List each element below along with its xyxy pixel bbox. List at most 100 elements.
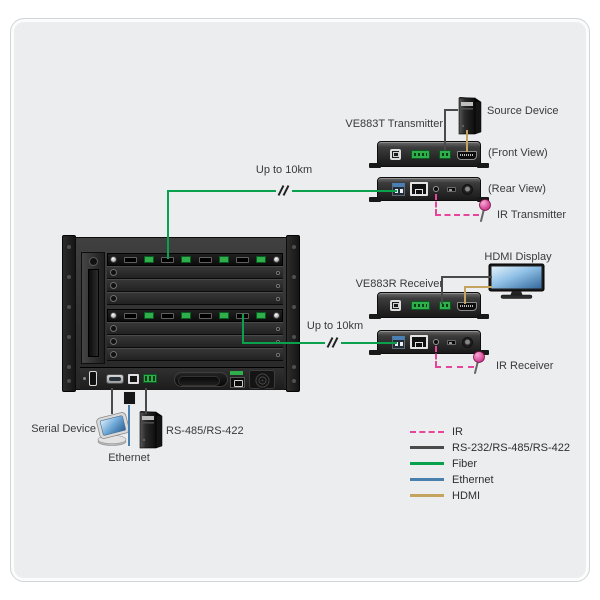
rs232-link-display-h xyxy=(441,276,492,278)
card-terminal-icon xyxy=(218,256,229,263)
legend-item-ir: IR xyxy=(410,426,570,438)
power-jack-icon xyxy=(462,184,473,195)
chassis-body xyxy=(75,237,287,390)
ir-jack-icon xyxy=(433,186,439,192)
fiber-link-rx-vertical xyxy=(242,314,244,344)
hdmi-port-icon xyxy=(457,302,477,311)
card-terminal-icon xyxy=(218,312,229,319)
modular-chassis xyxy=(62,235,300,392)
fiber-line-sample-icon xyxy=(410,462,444,465)
chassis-blank-slot xyxy=(107,279,283,292)
card-port-icon xyxy=(124,312,138,319)
ethernet-link-line xyxy=(128,402,130,446)
power-jack-icon xyxy=(462,337,473,348)
serial-device-label: Serial Device xyxy=(31,423,96,435)
terminal-block-5pin-icon xyxy=(411,301,430,310)
ve883t-rear-view xyxy=(369,177,489,202)
mode-switch-icon xyxy=(447,187,456,192)
fan-icon xyxy=(249,370,275,389)
console-port-icon xyxy=(89,371,97,386)
legend-item-serial: RS-232/RS-485/RS-422 xyxy=(410,441,571,454)
ir-jack-icon xyxy=(433,339,439,345)
card-terminal-icon xyxy=(255,256,266,263)
terminal-block-3pin-icon xyxy=(439,301,451,310)
chassis-io-card-2 xyxy=(107,309,283,322)
lan-port-icon xyxy=(410,335,428,349)
rack-ear-right xyxy=(286,235,300,392)
rs232-link-source-v xyxy=(444,109,446,151)
reset-button-icon xyxy=(83,377,86,380)
rs485-link-line xyxy=(145,388,147,414)
lan-port-icon xyxy=(410,182,428,196)
legend-item-hdmi: HDMI xyxy=(410,489,570,502)
hdmi-display-icon xyxy=(488,263,545,299)
card-port-icon xyxy=(198,256,212,263)
hdmi-port-icon xyxy=(457,151,477,160)
ir-line-sample-icon xyxy=(410,430,444,433)
fiber-link-tx-vertical xyxy=(167,190,169,259)
cable-break-icon xyxy=(325,336,341,349)
source-device-icon xyxy=(458,97,482,135)
power-label-icon xyxy=(230,371,243,375)
ir-transmitter-label: IR Transmitter xyxy=(497,209,567,221)
rs232-link-source-h xyxy=(444,109,458,111)
ir-receiver-label: IR Receiver xyxy=(496,360,554,372)
legend-label: HDMI xyxy=(452,489,481,502)
chassis-io-card-1 xyxy=(107,253,283,266)
rear-view-label: (Rear View) xyxy=(488,183,546,195)
mode-switch-icon xyxy=(447,340,456,345)
terminal-block-5pin-icon xyxy=(411,150,430,159)
source-device-label: Source Device xyxy=(487,105,559,117)
card-terminal-icon xyxy=(181,312,192,319)
card-terminal-icon xyxy=(255,312,266,319)
rs485-label: RS-485/RS-422 xyxy=(166,425,244,437)
legend-item-ethernet: Ethernet xyxy=(410,473,570,486)
hdmi-link-display-v xyxy=(464,286,466,304)
ir-link-rx-horizontal xyxy=(435,366,474,368)
card-terminal-icon xyxy=(144,256,155,263)
ethernet-plug-icon xyxy=(123,391,136,405)
ve883t-front-view xyxy=(369,141,489,168)
chassis-control-card-slot xyxy=(81,252,105,364)
rack-ear-left xyxy=(62,235,76,392)
chassis-bottom-panel xyxy=(80,367,284,390)
power-module-icon xyxy=(174,372,228,387)
hdmi-link-display-h xyxy=(464,286,492,288)
rs485-device-icon xyxy=(139,411,163,449)
card-terminal-icon xyxy=(181,256,192,263)
db9-serial-port-icon xyxy=(106,374,124,384)
legend-label: Ethernet xyxy=(452,473,494,486)
distance-label-rx: Up to 10km xyxy=(306,320,364,332)
distance-label-tx: Up to 10km xyxy=(255,164,313,176)
ethernet-line-sample-icon xyxy=(410,478,444,481)
card-port-icon xyxy=(235,256,249,263)
usb-port-icon xyxy=(128,374,139,384)
chassis-blank-slot xyxy=(107,348,283,361)
card-port-icon xyxy=(124,256,138,263)
ir-link-tx-horizontal xyxy=(435,214,479,216)
ve883r-front-view xyxy=(369,292,489,319)
power-inlet-icon xyxy=(230,377,245,388)
legend: IR RS-232/RS-485/RS-422 Fiber Ethernet H… xyxy=(410,426,570,506)
chassis-blank-slot xyxy=(107,322,283,335)
card-terminal-icon xyxy=(144,312,155,319)
chassis-blank-slot xyxy=(107,266,283,279)
rs232-link-display-v xyxy=(441,276,443,304)
hdmi-line-sample-icon xyxy=(410,494,444,497)
usb-port-icon xyxy=(390,149,401,160)
rs485-terminal-icon xyxy=(143,374,157,383)
card-port-icon xyxy=(161,312,175,319)
serial-line-sample-icon xyxy=(410,446,444,449)
card-port-icon xyxy=(198,312,212,319)
rx-title-label: VE883R Receiver xyxy=(355,278,443,290)
chassis-blank-slot xyxy=(107,335,283,348)
hdmi-link-source xyxy=(466,130,468,152)
fiber-link-rx-horizontal xyxy=(242,342,397,344)
usb-port-icon xyxy=(390,300,401,311)
ir-receiver-icon xyxy=(473,351,485,374)
legend-label: RS-232/RS-485/RS-422 xyxy=(452,441,571,454)
legend-item-fiber: Fiber xyxy=(410,458,570,470)
ir-link-tx-vertical xyxy=(435,194,437,215)
chassis-blank-slot xyxy=(107,292,283,305)
